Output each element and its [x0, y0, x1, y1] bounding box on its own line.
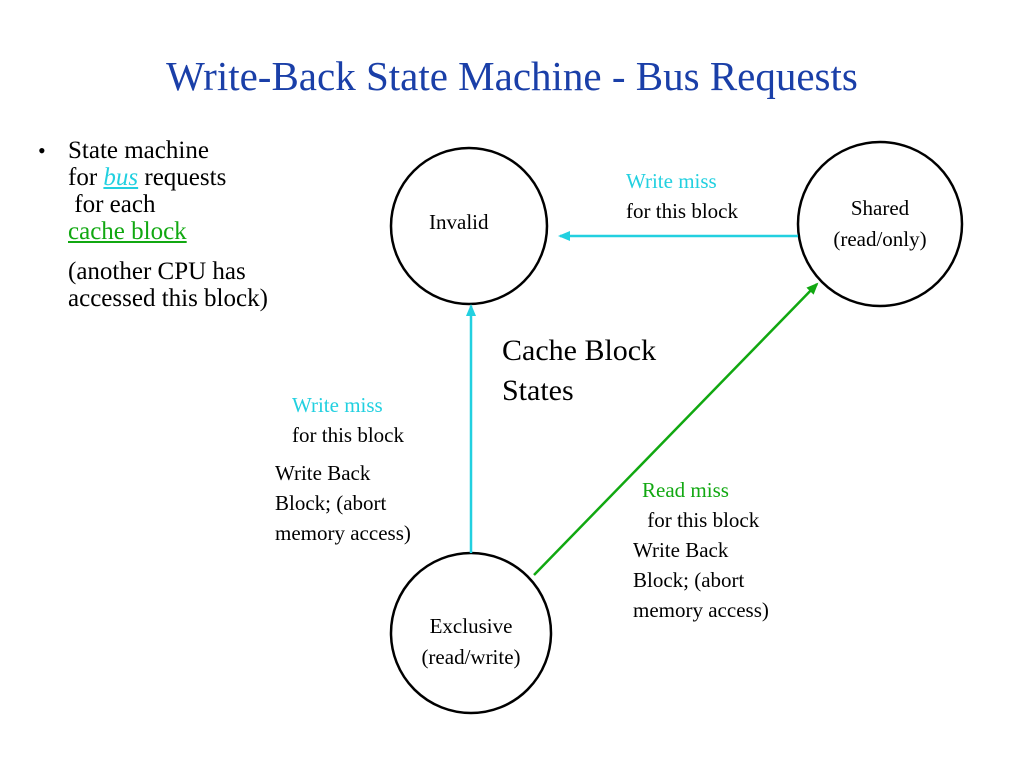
bullet-dot-icon: •: [38, 138, 46, 163]
slide-title: Write-Back State Machine - Bus Requests: [166, 53, 858, 99]
transition-exclusive-shared-event: Read miss: [642, 478, 729, 502]
transition-exclusive-invalid-label: Write miss for this block: [292, 390, 404, 450]
state-exclusive-label-line-2: (read/write): [421, 645, 521, 669]
bullet-line-2: for bus requests: [68, 164, 226, 191]
transition-exclusive-invalid-action: Write Back Block; (abort memory access): [275, 458, 411, 548]
cache-block-states-line-2: States: [502, 374, 574, 407]
transition-exclusive-shared-action-line-1: Write Back: [633, 538, 729, 562]
state-shared-label-line-2: (read/only): [833, 227, 927, 251]
arrow-exclusive-to-shared: [533, 282, 819, 576]
state-exclusive-label-line-1: Exclusive: [429, 614, 513, 638]
cache-block-states-label: Cache Block States: [502, 331, 656, 411]
bullet-text: State machine for bus requests for each …: [68, 137, 226, 245]
transition-exclusive-invalid-action-line-1: Write Back: [275, 461, 371, 485]
state-invalid-label: Invalid: [429, 210, 489, 234]
bullet-line-2-pre: for: [68, 164, 104, 191]
cache-block-states-line-1: Cache Block: [502, 334, 657, 367]
bullet-line-2-post: requests: [138, 164, 227, 191]
transition-shared-invalid-detail: for this block: [626, 199, 738, 223]
transition-shared-invalid-label: Write miss for this block: [626, 166, 738, 226]
cache-block-link[interactable]: cache block: [68, 218, 187, 245]
state-exclusive-label: Exclusive (read/write): [406, 611, 536, 673]
state-shared-label: Shared (read/only): [815, 193, 945, 255]
bus-link[interactable]: bus: [103, 164, 139, 191]
state-shared-circle: [796, 140, 964, 308]
bullet-sub-line-2: accessed this block): [68, 285, 268, 312]
transition-exclusive-shared-action-line-2: Block; (abort: [633, 568, 745, 592]
transition-exclusive-shared-label: Read miss for this block: [642, 475, 759, 535]
transition-exclusive-shared-action: Write Back Block; (abort memory access): [633, 535, 769, 625]
bullet-line-4: cache block: [68, 218, 226, 245]
transition-exclusive-invalid-action-line-2: Block; (abort: [275, 491, 387, 515]
transition-exclusive-invalid-detail: for this block: [292, 423, 404, 447]
bullet-sub-line-1: (another CPU has: [68, 258, 246, 285]
bullet-line-3: for each: [68, 191, 156, 218]
bullet-line-1: State machine: [68, 137, 209, 164]
transition-exclusive-invalid-event: Write miss: [292, 393, 383, 417]
transition-exclusive-invalid-action-line-3: memory access): [275, 521, 411, 545]
state-shared-label-line-1: Shared: [850, 196, 910, 220]
transition-exclusive-shared-detail: for this block: [642, 508, 760, 532]
transition-shared-invalid-event: Write miss: [626, 169, 717, 193]
bullet-subtext: (another CPU has accessed this block): [68, 258, 268, 312]
transition-exclusive-shared-action-line-3: memory access): [633, 598, 769, 622]
